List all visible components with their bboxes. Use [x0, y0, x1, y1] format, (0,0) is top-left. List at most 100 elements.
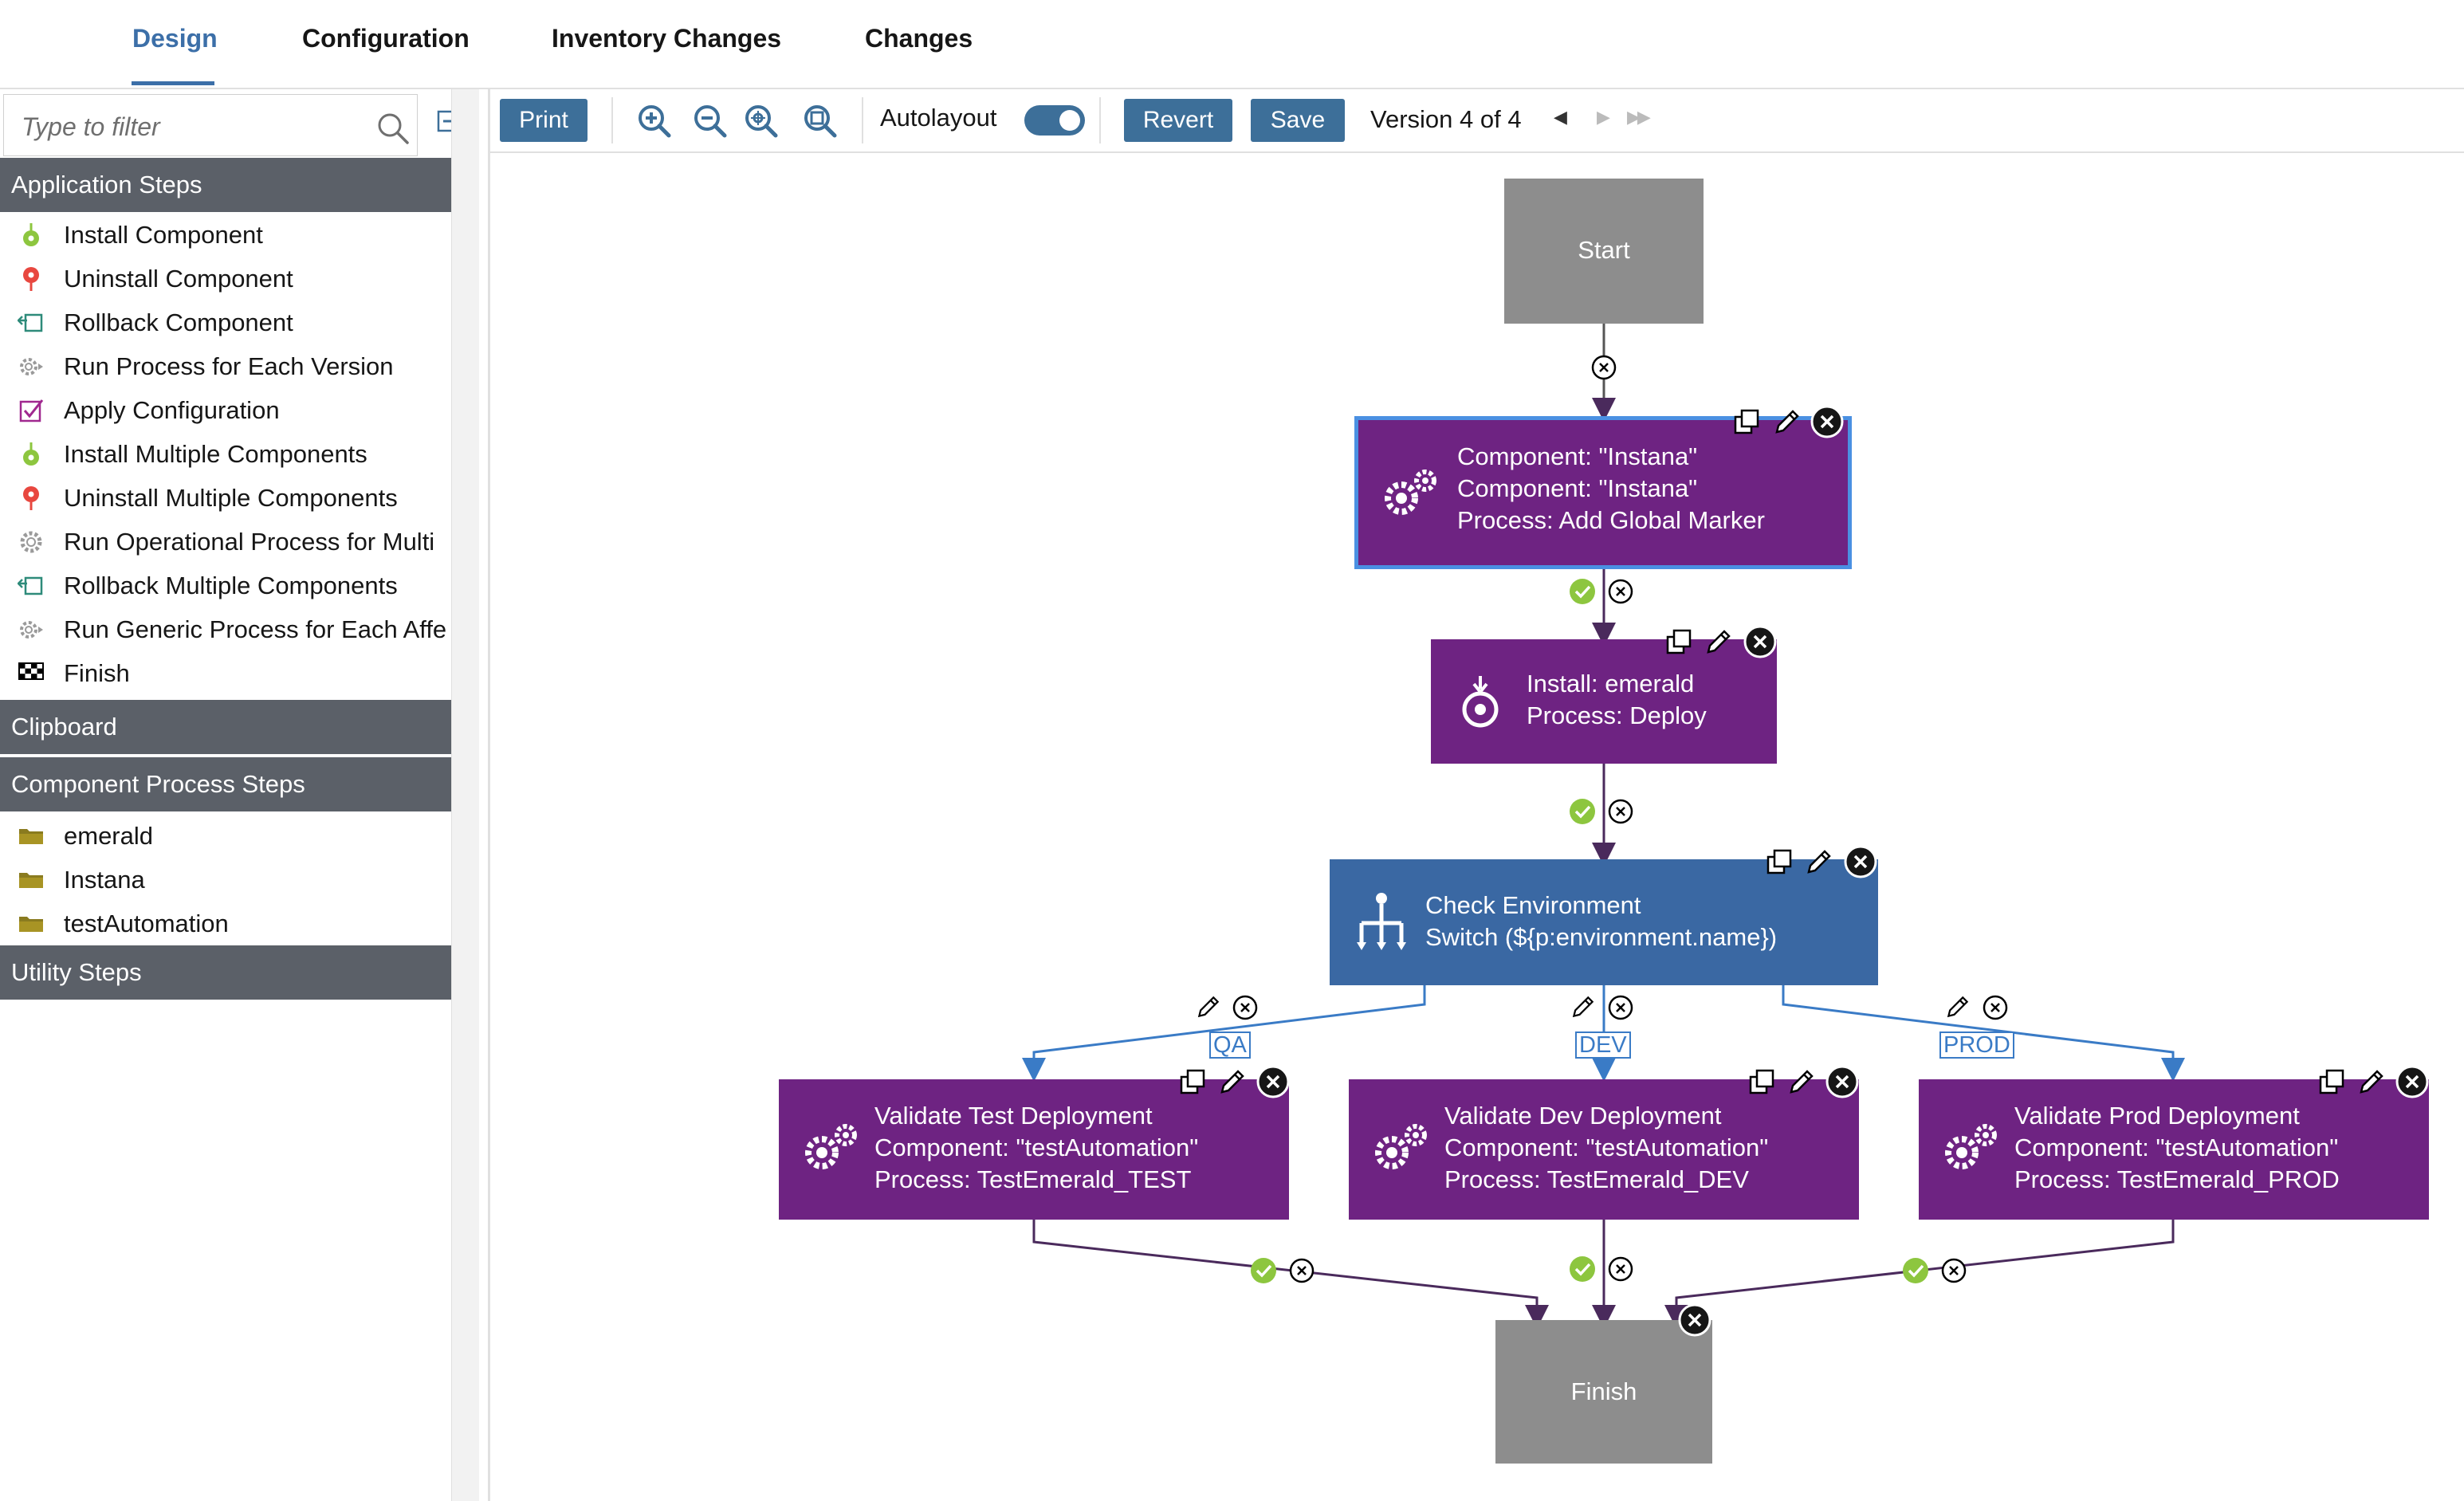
delete-connection-icon[interactable]	[1608, 579, 1633, 604]
active-tab-indicator	[132, 81, 214, 85]
sidebar-item-apply-configuration[interactable]: Apply Configuration	[0, 389, 451, 432]
step-validate-dev-deployment[interactable]: Validate Dev Deployment Component: "test…	[1349, 1079, 1859, 1220]
delete-connection-icon[interactable]	[1608, 995, 1633, 1020]
print-button[interactable]: Print	[500, 99, 588, 142]
zoom-actual-size-icon[interactable]	[801, 102, 839, 140]
edit-pencil-icon[interactable]	[1786, 1067, 1817, 1097]
sidebar-item-rollback-component[interactable]: Rollback Component	[0, 301, 451, 344]
delete-connection-icon[interactable]	[1232, 995, 1258, 1020]
step-check-environment-switch[interactable]: Check Environment Switch (${p:environmen…	[1330, 859, 1878, 985]
success-condition-icon[interactable]	[1249, 1256, 1278, 1285]
success-condition-icon[interactable]	[1568, 577, 1597, 606]
sidebar-item-uninstall-multiple[interactable]: Uninstall Multiple Components	[0, 477, 451, 520]
tab-changes[interactable]: Changes	[865, 24, 973, 53]
sidebar-item-install-component[interactable]: Install Component	[0, 214, 451, 257]
filter-input[interactable]	[20, 106, 366, 147]
revert-button[interactable]: Revert	[1124, 99, 1232, 142]
sidebar-item-run-process-each-version[interactable]: Run Process for Each Version	[0, 345, 451, 388]
step-validate-test-deployment[interactable]: Validate Test Deployment Component: "tes…	[779, 1079, 1289, 1220]
previous-version-icon[interactable]: ◀	[1554, 107, 1567, 127]
step-line-2: Process: Deploy	[1527, 701, 1707, 729]
edit-pencil-icon[interactable]	[1570, 993, 1597, 1020]
delete-icon[interactable]	[1677, 1303, 1712, 1338]
section-clipboard[interactable]: Clipboard	[0, 700, 451, 754]
step-line-3: Process: TestEmerald_DEV	[1444, 1165, 1749, 1193]
next-version-icon[interactable]: ▶	[1597, 107, 1610, 127]
filter-box	[3, 94, 418, 156]
step-validate-prod-deployment[interactable]: Validate Prod Deployment Component: "tes…	[1919, 1079, 2429, 1220]
tab-inventory-changes[interactable]: Inventory Changes	[552, 24, 782, 53]
delete-connection-icon[interactable]	[1608, 799, 1633, 824]
zoom-in-icon[interactable]	[635, 102, 674, 140]
search-icon[interactable]	[375, 111, 411, 146]
delete-icon[interactable]	[2395, 1064, 2430, 1099]
process-design-canvas[interactable]: Start Component: "Instana" Component: "I…	[490, 153, 2464, 1501]
delete-icon[interactable]	[1256, 1064, 1291, 1099]
sidebar-item-label: emerald	[64, 822, 153, 850]
step-line-1: Install: emerald	[1527, 670, 1695, 697]
sidebar-divider	[488, 89, 490, 1501]
install-icon	[23, 223, 39, 246]
sidebar-item-run-generic-process[interactable]: Run Generic Process for Each Affe	[0, 608, 451, 651]
save-button[interactable]: Save	[1251, 99, 1345, 142]
delete-icon[interactable]	[1810, 404, 1845, 439]
folder-icon	[19, 829, 43, 844]
edit-pencil-icon[interactable]	[1772, 407, 1802, 437]
delete-connection-icon[interactable]	[1591, 355, 1617, 380]
zoom-fit-icon[interactable]	[742, 102, 780, 140]
success-condition-icon[interactable]	[1568, 797, 1597, 826]
edge-label-prod[interactable]: PROD	[1939, 1031, 2014, 1059]
connection-lines	[1022, 324, 2185, 1329]
step-instana-add-global-marker[interactable]: Component: "Instana" Component: "Instana…	[1354, 416, 1852, 569]
sidebar-item-run-operational-process[interactable]: Run Operational Process for Multi	[0, 521, 451, 564]
edit-pencil-icon[interactable]	[1944, 993, 1971, 1020]
section-utility-steps[interactable]: Utility Steps	[0, 945, 451, 1000]
edit-pencil-icon[interactable]	[1195, 993, 1222, 1020]
sidebar-scrollbar[interactable]	[451, 89, 479, 1501]
gear-icon	[20, 621, 43, 639]
success-condition-icon[interactable]	[1568, 1255, 1597, 1283]
tab-configuration[interactable]: Configuration	[302, 24, 470, 53]
start-node[interactable]: Start	[1504, 179, 1704, 324]
delete-connection-icon[interactable]	[1941, 1258, 1967, 1283]
copy-icon[interactable]	[1179, 1068, 1208, 1097]
edit-pencil-icon[interactable]	[2356, 1067, 2387, 1097]
edit-pencil-icon[interactable]	[1217, 1067, 1248, 1097]
copy-icon[interactable]	[1665, 628, 1694, 657]
gears-icon	[1375, 1124, 1427, 1169]
rollback-icon	[18, 576, 43, 595]
copy-icon[interactable]	[1766, 848, 1794, 877]
install-icon	[1462, 676, 1499, 728]
delete-connection-icon[interactable]	[1608, 1256, 1633, 1282]
section-application-steps[interactable]: Application Steps	[0, 158, 451, 212]
copy-icon[interactable]	[1733, 408, 1762, 437]
sidebar-item-finish[interactable]: Finish	[0, 652, 451, 695]
copy-icon[interactable]	[1748, 1068, 1777, 1097]
delete-connection-icon[interactable]	[1983, 995, 2008, 1020]
sidebar-item-emerald[interactable]: emerald	[0, 815, 451, 858]
copy-icon[interactable]	[2318, 1068, 2347, 1097]
sidebar-item-rollback-multiple[interactable]: Rollback Multiple Components	[0, 564, 451, 607]
success-condition-icon[interactable]	[1901, 1256, 1930, 1285]
delete-connection-icon[interactable]	[1289, 1258, 1315, 1283]
edge-label-qa[interactable]: QA	[1209, 1031, 1251, 1059]
section-component-process-steps[interactable]: Component Process Steps	[0, 757, 451, 811]
sidebar-item-testautomation[interactable]: testAutomation	[0, 902, 451, 945]
tab-design[interactable]: Design	[132, 24, 218, 53]
sidebar-item-instana[interactable]: Instana	[0, 859, 451, 902]
delete-icon[interactable]	[1825, 1064, 1860, 1099]
version-label: Version 4 of 4	[1370, 105, 1522, 133]
edit-pencil-icon[interactable]	[1804, 847, 1834, 877]
delete-icon[interactable]	[1743, 624, 1778, 659]
zoom-out-icon[interactable]	[691, 102, 729, 140]
autolayout-toggle[interactable]	[1024, 105, 1085, 136]
edge-label-dev[interactable]: DEV	[1575, 1031, 1631, 1059]
sidebar-item-uninstall-component[interactable]: Uninstall Component	[0, 257, 451, 301]
finish-node-label: Finish	[1570, 1377, 1637, 1405]
finish-node[interactable]: Finish	[1495, 1320, 1712, 1464]
sidebar-item-install-multiple[interactable]: Install Multiple Components	[0, 433, 451, 476]
edit-pencil-icon[interactable]	[1704, 627, 1734, 657]
last-version-icon[interactable]: ▶▶	[1627, 107, 1651, 127]
step-install-emerald[interactable]: Install: emerald Process: Deploy	[1431, 639, 1777, 764]
delete-icon[interactable]	[1843, 844, 1878, 879]
